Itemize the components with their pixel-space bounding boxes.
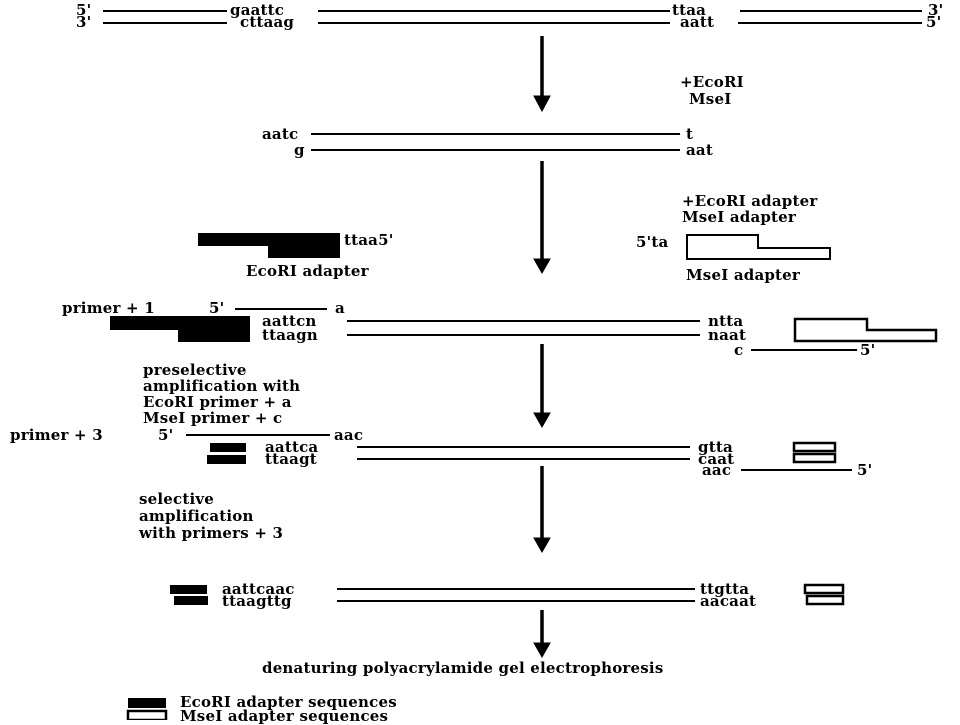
gel-electrophoresis-label: denaturing polyacrylamide gel electropho… [262,659,664,677]
sequence-label: ttaagttg [222,592,292,610]
adapter-step-label: +EcoRI adapter [682,192,818,210]
sticky-end-label: g [294,141,305,159]
ecori-site-bottom: cttaag [240,13,295,31]
ecori-adapter-end: ttaa5' [344,231,394,249]
ecori-adapter-icon [207,455,246,464]
sequence-label: aattcaac [222,580,295,598]
five-prime-label: 5' [158,426,174,444]
ecori-adapter-icon [110,316,250,342]
msei-adapter-icon [792,452,837,464]
three-prime-label: 3' [76,13,92,31]
legend-msei-label: MseI adapter sequences [180,707,389,725]
selective-base-label: aac [334,426,364,444]
sequence-label: naat [708,326,747,344]
msei-adapter-label: MseI adapter [686,266,801,284]
sequence-label: ttaagn [262,326,318,344]
three-prime-label: 3' [928,1,944,19]
five-prime-label: 5' [857,461,873,479]
msei-adapter-icon [792,441,837,453]
sequence-label: caat [698,450,735,468]
sequence-label: aattca [265,438,319,456]
sequence-label: aattcn [262,312,317,330]
selective-base-label: a [335,299,345,317]
primer-label: primer + 3 [10,426,103,444]
sequence-label: ntta [708,312,744,330]
legend-ecori-swatch [128,698,166,708]
sequence-label: ttgtta [700,580,750,598]
legend-ecori-label: EcoRI adapter sequences [180,693,397,711]
sequence-label: aacaat [700,592,757,610]
primer-label: primer + 1 [62,299,155,317]
selective-base-label: c [734,341,744,359]
ecori-adapter-icon [198,233,340,258]
sequence-label: ttaagt [265,450,317,468]
selective-text: selective [139,490,215,508]
five-prime-label: 5' [860,341,876,359]
five-prime-label: 5' [926,13,942,31]
msei-adapter-icon [686,234,831,260]
ecori-adapter-icon [210,443,246,452]
legend-msei-swatch [126,709,168,720]
enzyme-label: +EcoRI [680,73,744,91]
msei-adapter-icon [805,594,845,606]
msei-site-top: ttaa [672,1,707,19]
five-prime-label: 5' [209,299,225,317]
preselective-text: preselective [143,361,247,379]
preselective-text: amplification with [143,377,301,395]
msei-adapter-end: 5'ta [636,233,669,251]
msei-adapter-icon [803,583,845,595]
selective-text: with primers + 3 [139,524,284,542]
adapter-step-label: MseI adapter [682,208,797,226]
five-prime-label: 5' [76,1,92,19]
selective-base-label: aac [702,461,732,479]
msei-site-bottom: aatt [680,13,715,31]
ecori-adapter-icon [170,585,207,594]
sequence-label: gtta [698,438,733,456]
preselective-text: EcoRI primer + a [143,393,292,411]
sticky-end-label: aatc [262,125,299,143]
ecori-site-top: gaattc [230,1,285,19]
msei-adapter-icon [793,317,938,343]
selective-text: amplification [139,507,254,525]
ecori-adapter-icon [174,596,208,605]
sticky-end-label: t [686,125,694,143]
ecori-adapter-label: EcoRI adapter [246,262,369,280]
preselective-text: MseI primer + c [143,409,283,427]
enzyme-label: MseI [689,90,732,108]
sticky-end-label: aat [686,141,713,159]
